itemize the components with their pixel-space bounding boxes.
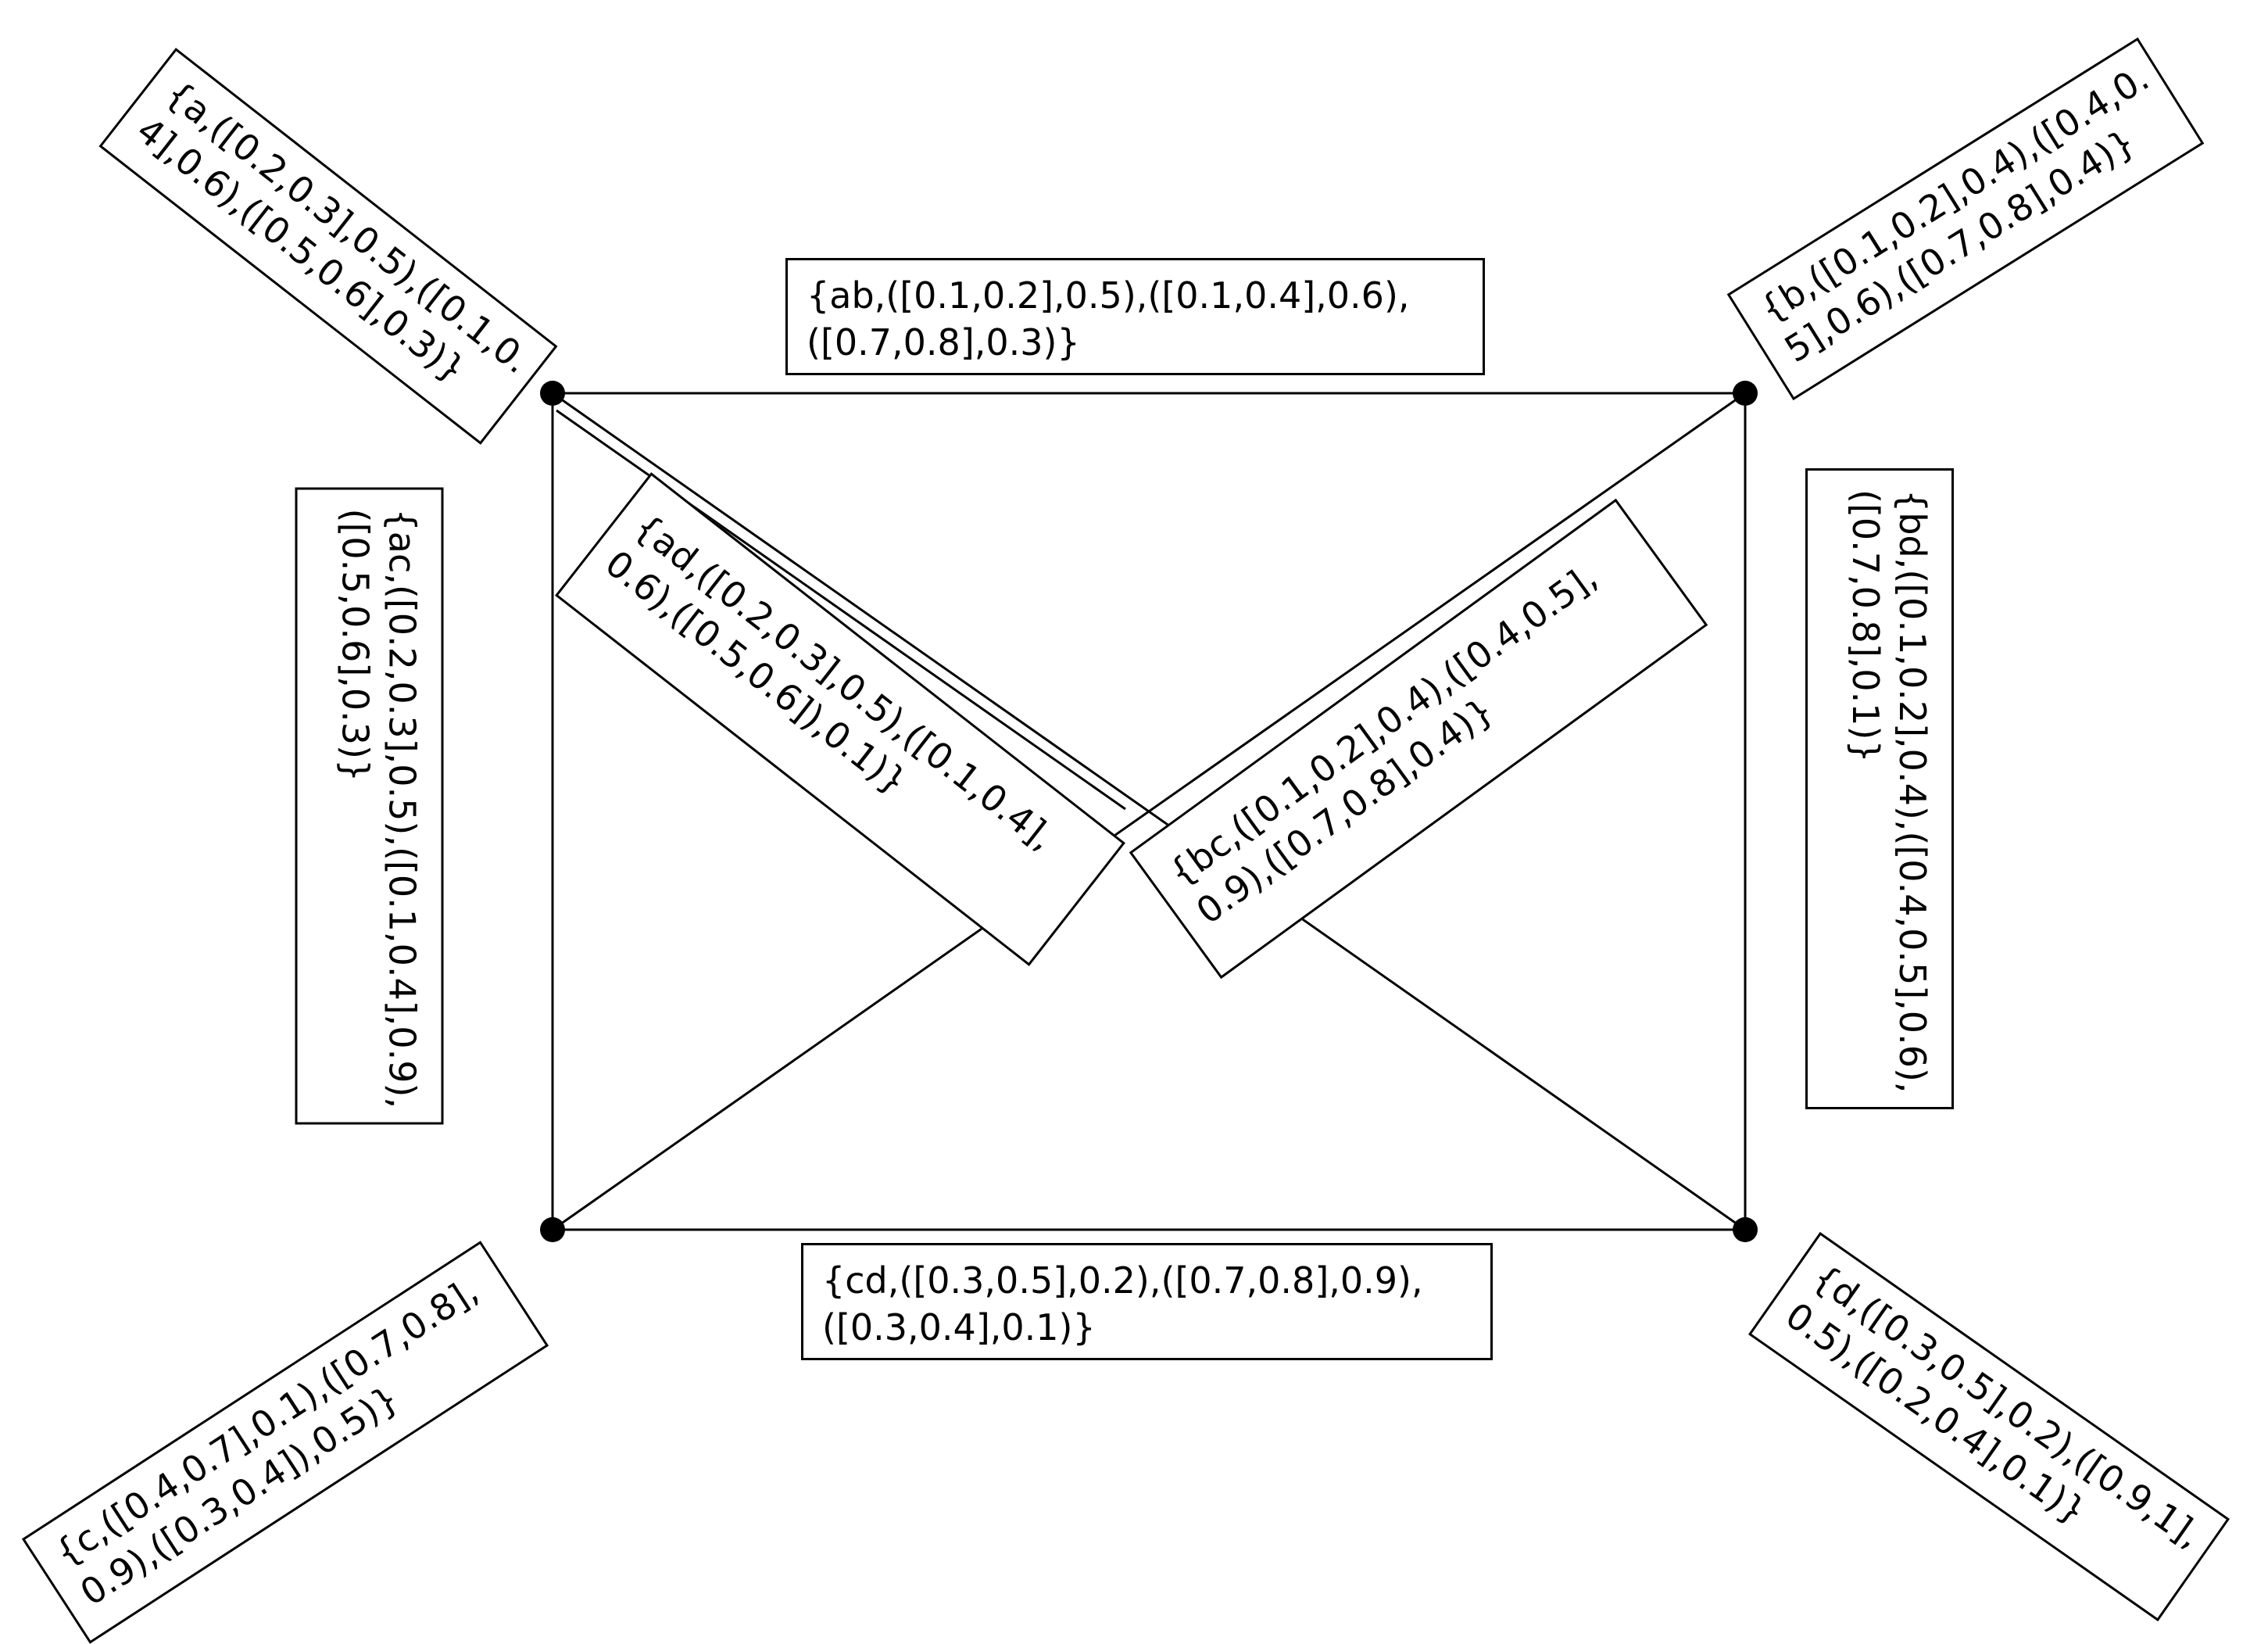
edge-bc bbox=[552, 392, 1746, 1231]
edge-ac-label-line-1: {ac,([0.2,0.3],0.5),([0.1,0.4],0.9), bbox=[381, 508, 424, 1109]
edge-ab-label-line-2: ([0.7,0.8],0.3)} bbox=[807, 321, 1080, 364]
edge-bd-label-line-2: ([0.7,0.8],0.1)} bbox=[1844, 489, 1887, 763]
edge-ab-label-line-1: {ab,([0.1,0.2],0.5),([0.1,0.4],0.6), bbox=[807, 274, 1410, 317]
edge-ab-label: {ab,([0.1,0.2],0.5),([0.1,0.4],0.6), ([0… bbox=[785, 258, 1485, 375]
vertex-b bbox=[1733, 381, 1758, 406]
edge-bd-label: {bd,([0.1,0.2],0.4),([0.4,0.5],0.6), ([0… bbox=[1805, 468, 1954, 1109]
edge-cd-label: {cd,([0.3,0.5],0.2),([0.7,0.8],0.9), ([0… bbox=[801, 1243, 1493, 1360]
edge-ac-label: {ac,([0.2,0.3],0.5),([0.1,0.4],0.9), ([0… bbox=[295, 487, 444, 1125]
edge-ac-label-line-2: ([0.5,0.6],0.3)} bbox=[334, 508, 377, 783]
vertex-a bbox=[540, 381, 565, 406]
edge-bd-label-line-1: {bd,([0.1,0.2],0.4),([0.4,0.5],0.6), bbox=[1891, 489, 1934, 1094]
vertex-d bbox=[1733, 1217, 1758, 1242]
edge-cd-label-line-2: ([0.3,0.4],0.1)} bbox=[822, 1306, 1096, 1349]
edge-cd-label-line-1: {cd,([0.3,0.5],0.2),([0.7,0.8],0.9), bbox=[822, 1259, 1423, 1302]
vertex-c bbox=[540, 1217, 565, 1242]
